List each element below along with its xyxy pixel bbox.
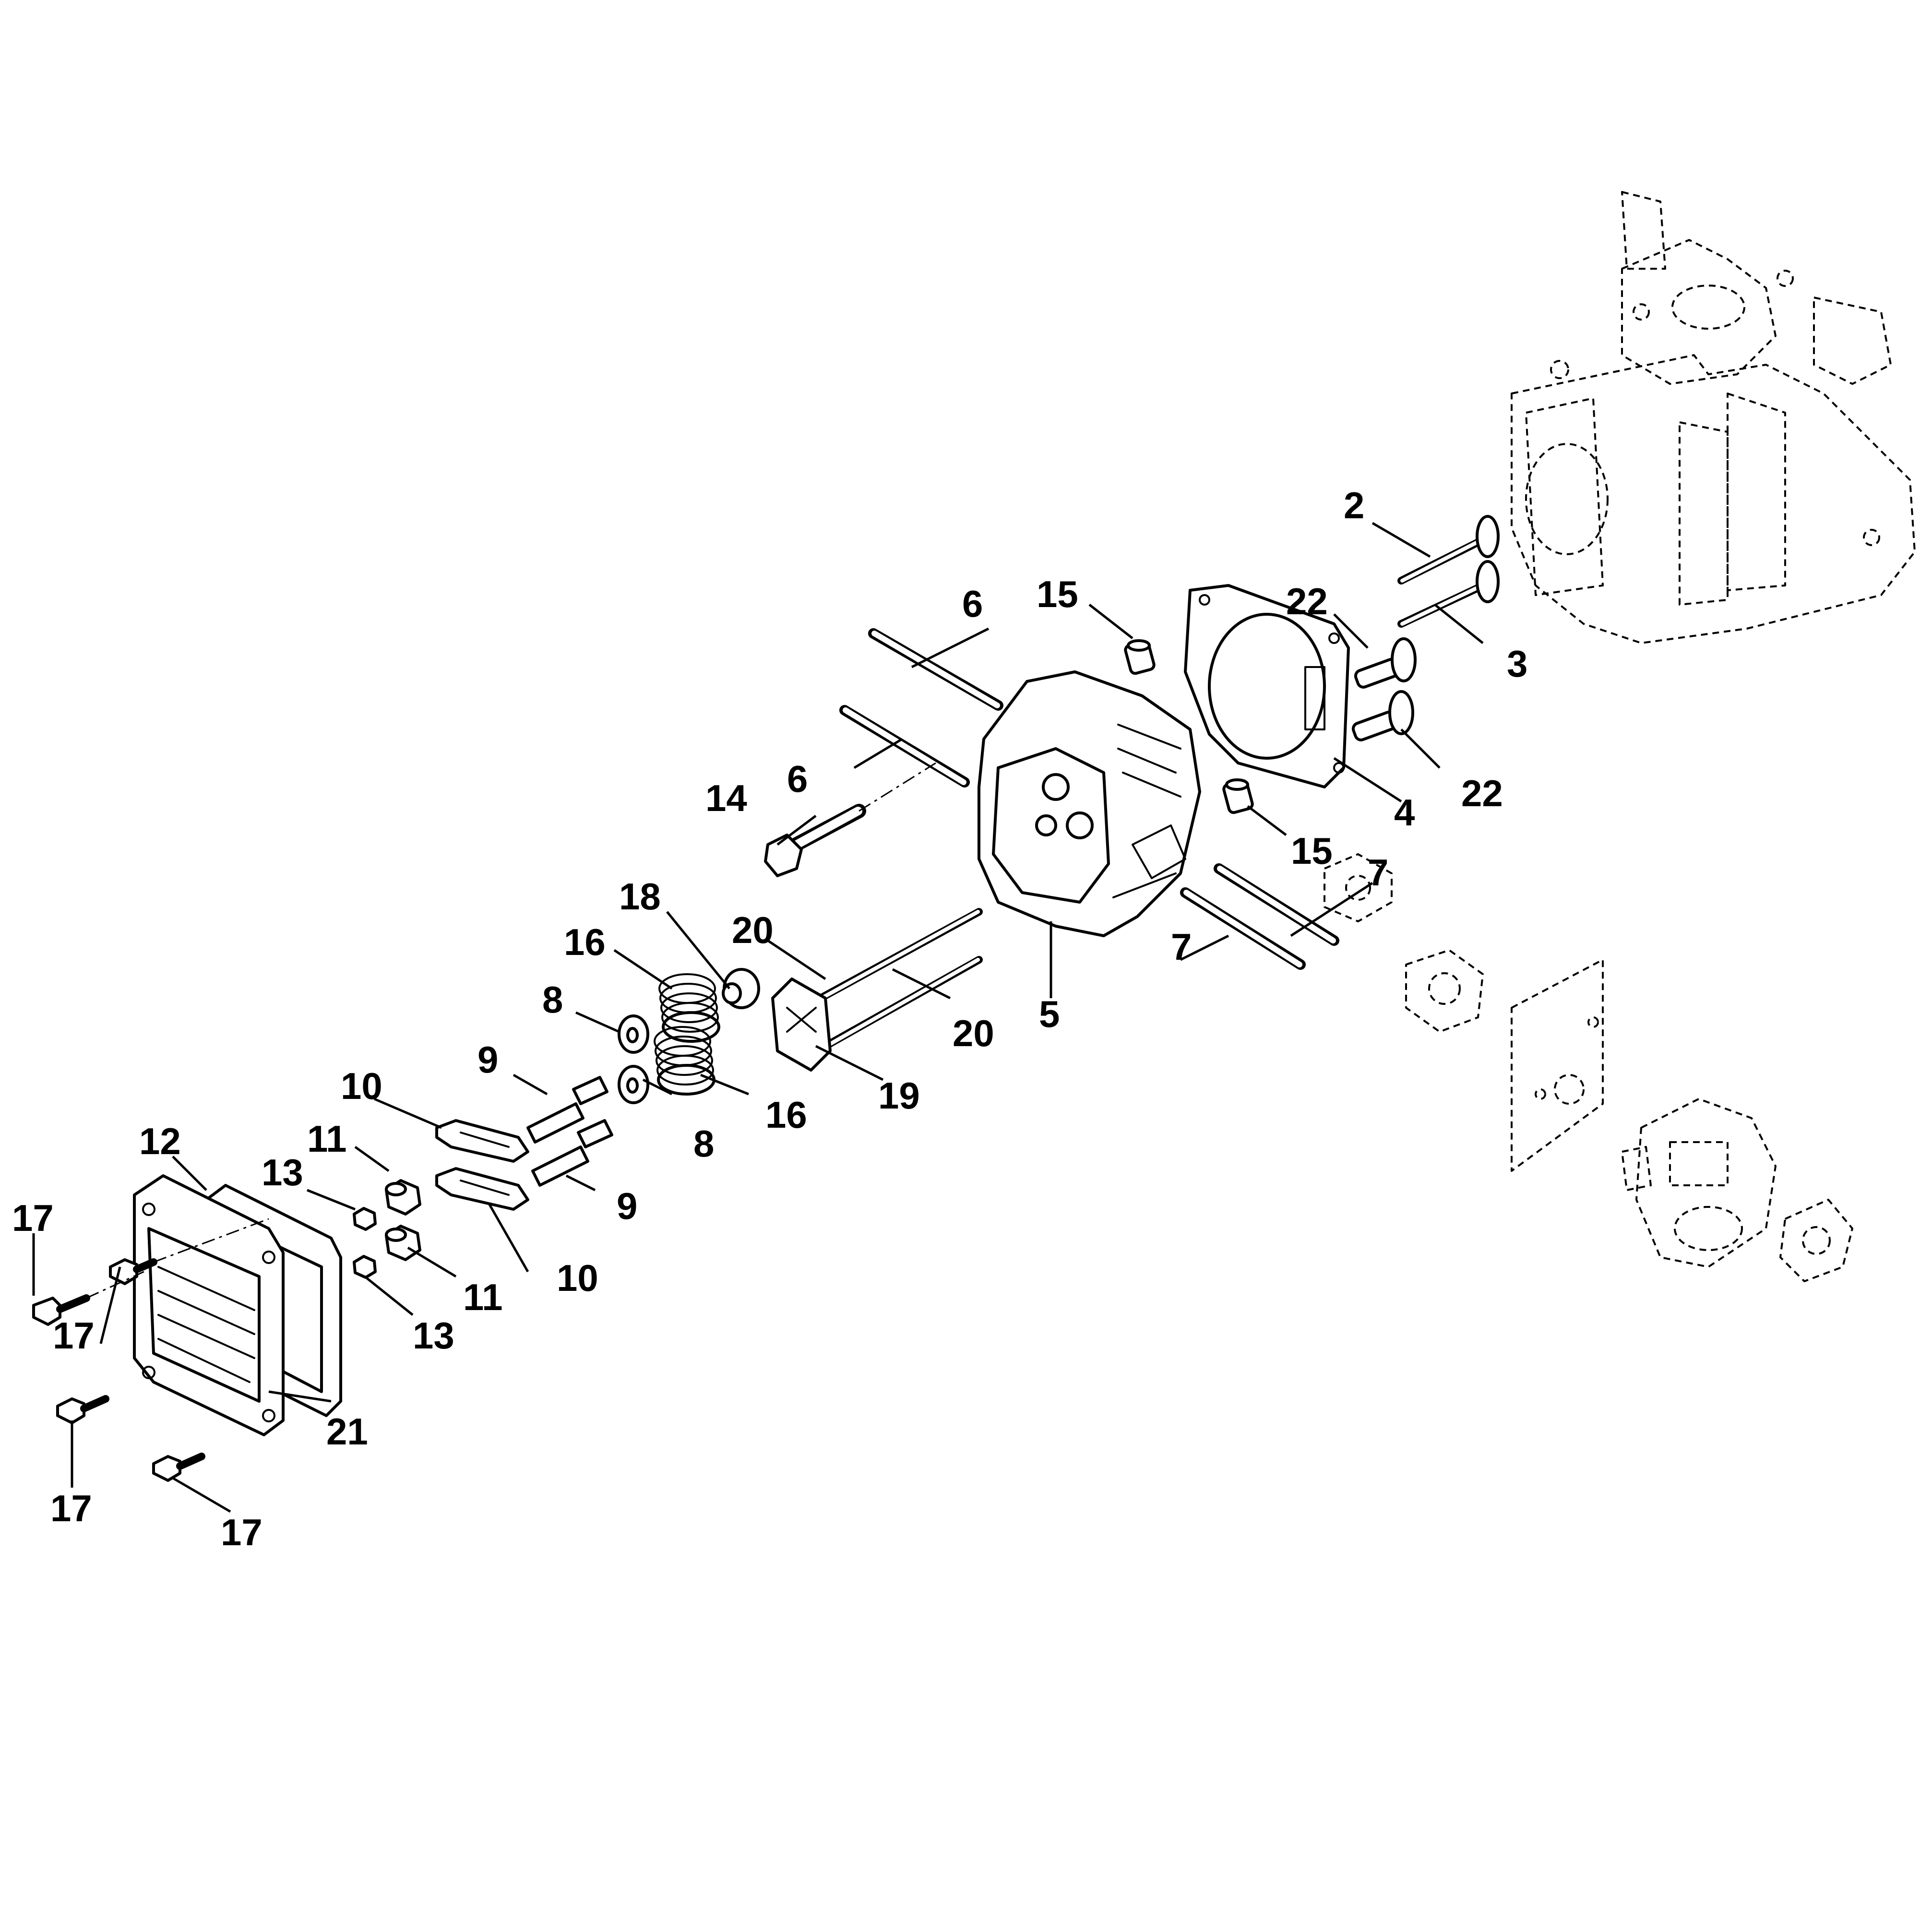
callout-13-upper: 13 [262, 1151, 303, 1193]
stud-7-lower [1180, 887, 1306, 970]
stud-6-upper [868, 628, 1003, 711]
callout-18: 18 [619, 875, 661, 918]
callout-6-upper: 6 [962, 583, 983, 625]
carburetor-ghost [1621, 1098, 1777, 1268]
cover-bolt-1 [32, 1294, 90, 1326]
spring-retainer-upper [618, 1014, 649, 1054]
callout-16-lower: 16 [765, 1094, 807, 1136]
cover-bolt-4 [152, 1453, 205, 1482]
callout-22-lower: 22 [1461, 772, 1503, 814]
axis-line-17-cover [153, 1218, 269, 1263]
callout-22-upper: 22 [1286, 580, 1328, 622]
push-rod-guide-plate [771, 978, 832, 1072]
valve-seal-18 [722, 968, 760, 1009]
callout-9-lower: 9 [617, 1185, 637, 1227]
callout-2: 2 [1344, 484, 1364, 526]
valve-3 [1397, 560, 1500, 628]
callout-19: 19 [878, 1074, 920, 1117]
valve-spring-lower [654, 1026, 716, 1096]
head-gasket [1184, 584, 1350, 788]
valve-stem-seal-lower [1351, 690, 1414, 741]
carburetor-gasket-ghost [1779, 1199, 1853, 1282]
rocker-arm-lower [435, 1167, 529, 1211]
stud-7-upper [1214, 863, 1339, 946]
lock-nut-upper [353, 1207, 377, 1231]
callout-17-4: 17 [221, 1511, 262, 1553]
intake-gasket-ghost-1 [1324, 853, 1393, 922]
rocker-arm-upper [435, 1119, 529, 1163]
callout-3: 3 [1507, 643, 1527, 685]
axis-line-14 [859, 762, 936, 812]
callout-21: 21 [326, 1410, 368, 1453]
callout-5: 5 [1039, 993, 1060, 1035]
callout-13-lower: 13 [413, 1314, 454, 1357]
valve-spring-upper [658, 973, 720, 1043]
engine-block-ghost [1511, 191, 1916, 644]
rocker-cover [133, 1174, 285, 1436]
rocker-pivot-upper [526, 1076, 608, 1144]
lock-nut-lower [353, 1255, 377, 1279]
spring-retainer-lower [618, 1065, 649, 1104]
air-filter-plate-ghost [1511, 959, 1604, 1172]
push-rod-lower [822, 956, 983, 1050]
valve-stem-seal-upper [1354, 637, 1417, 689]
callout-17-3: 17 [50, 1487, 92, 1529]
dowel-pin-lower [1222, 778, 1254, 814]
leader-lines [32, 522, 1484, 1513]
rocker-pivot-lower [531, 1119, 613, 1187]
callout-4: 4 [1394, 791, 1415, 834]
pivot-nut-upper [385, 1179, 421, 1216]
callout-20-lower: 20 [953, 1012, 994, 1054]
callout-labels: 2 3 4 5 6 6 7 7 8 8 9 9 10 10 11 11 12 1… [12, 484, 1527, 1553]
callout-7-lower: 7 [1171, 926, 1192, 968]
cover-bolt-3 [56, 1395, 109, 1424]
callout-11-upper: 11 [307, 1118, 346, 1160]
callout-11-lower: 11 [463, 1276, 502, 1318]
dowel-pin-upper [1124, 639, 1156, 675]
callout-15-lower: 15 [1291, 830, 1333, 872]
callout-14: 14 [705, 777, 747, 819]
callout-16-upper: 16 [564, 921, 606, 963]
head-bolt [764, 804, 866, 877]
callout-10-lower: 10 [557, 1257, 598, 1299]
callout-8-upper: 8 [542, 978, 563, 1021]
push-rod-upper [817, 908, 983, 1002]
intake-gasket-ghost-2 [1405, 949, 1484, 1033]
callout-17-2: 17 [53, 1314, 95, 1357]
callout-17-1: 17 [12, 1197, 54, 1239]
valve-2 [1397, 515, 1500, 584]
cylinder-head [978, 670, 1201, 937]
stud-6-lower [839, 705, 970, 787]
callout-8-lower: 8 [693, 1122, 714, 1165]
callout-12: 12 [139, 1120, 181, 1162]
callout-20-upper: 20 [732, 909, 774, 951]
callout-15-upper: 15 [1037, 573, 1078, 615]
callout-9-upper: 9 [477, 1038, 498, 1081]
callout-6-lower: 6 [787, 758, 808, 800]
callout-10-upper: 10 [341, 1065, 382, 1107]
callout-7-upper: 7 [1368, 851, 1388, 894]
pivot-nut-lower [385, 1225, 421, 1261]
